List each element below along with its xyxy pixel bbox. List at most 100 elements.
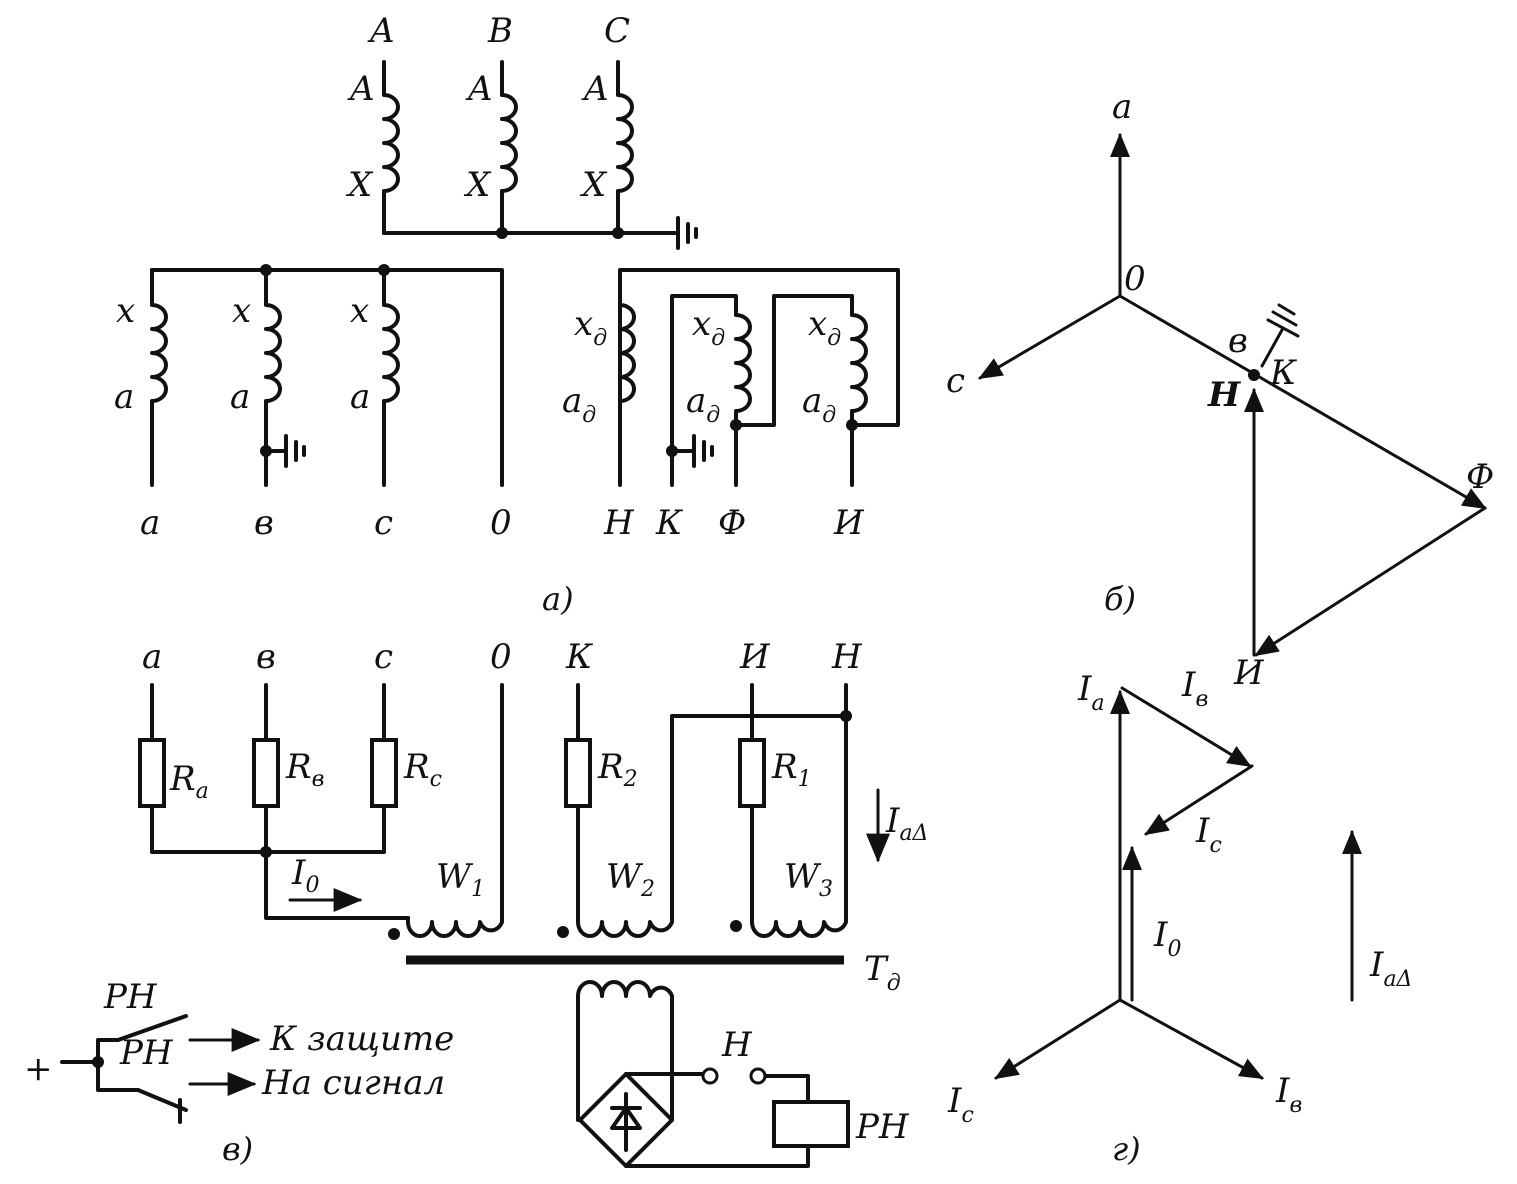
vector-ib-bottom: [1118, 998, 1264, 1080]
resistor-rc: [370, 738, 398, 808]
delta-winding-1: [618, 298, 636, 412]
to-protection-label: К защите: [269, 1019, 454, 1059]
top-terminal-b: в: [256, 637, 276, 677]
winding-w2-label: W2: [606, 857, 655, 902]
current-i0-label: I0: [291, 853, 319, 898]
winding-w1: [406, 683, 504, 938]
contact-signal: [136, 1088, 188, 1124]
primary-start-label: A: [347, 69, 375, 109]
relay-contact-label: РН: [119, 1033, 174, 1073]
junction-dot: [730, 419, 742, 431]
current-iad-label: IaΔ: [885, 801, 928, 846]
top-terminal-i: И: [739, 637, 771, 677]
delta-start-label: xд: [808, 304, 841, 351]
delta-start-label: xд: [574, 304, 607, 351]
vector-iad-label: IaΔ: [1369, 945, 1412, 992]
relay-coil-label: РН: [855, 1107, 910, 1147]
vector-i0-label: I0: [1153, 915, 1181, 962]
delta-winding-3: [734, 294, 868, 487]
caption-a: а): [542, 580, 574, 618]
caption-v: в): [222, 1130, 253, 1168]
terminal-I-label: И: [833, 503, 865, 543]
polarity-dot: [557, 926, 569, 938]
part-g-current-diagram: Ia Iв Ic I0 Ic Iв IaΔ г): [947, 665, 1412, 1168]
delta-outer-bus: [618, 268, 900, 487]
primary-winding-A: [382, 60, 400, 235]
resistor-r1: [738, 738, 766, 808]
output-winding: [576, 980, 674, 1122]
primary-start-label: A: [465, 69, 493, 109]
vector-k-label: К: [1269, 353, 1298, 393]
primary-end-label: X: [579, 165, 608, 205]
terminal-K-label: К: [655, 503, 684, 543]
junction-dot: [1248, 369, 1260, 381]
primary-winding-B: [500, 60, 518, 235]
terminal-a-label: a: [140, 503, 160, 543]
phase-A-label: A: [367, 11, 395, 51]
caption-b: б): [1104, 580, 1136, 618]
junction-dot: [840, 710, 852, 722]
secondary-winding-a: [150, 268, 168, 487]
secondary-end-label: a: [114, 377, 134, 417]
transformer-label: Тд: [864, 949, 901, 996]
vector-ic-bottom: [994, 998, 1122, 1080]
secondary-winding-b: [264, 268, 282, 487]
vector-f-i: [1254, 506, 1487, 657]
vector-i-label: И: [1233, 653, 1265, 693]
junction-dot: [612, 227, 624, 239]
terminal-0-label: 0: [490, 503, 512, 543]
caption-g: г): [1112, 1130, 1141, 1168]
terminal-c-label: c: [374, 503, 393, 543]
delta-end-label: aд: [562, 381, 596, 428]
secondary-start-label: x: [232, 291, 251, 331]
diode-icon: [610, 1092, 642, 1152]
winding-w3-label: W3: [784, 857, 833, 902]
secondary-start-label: x: [116, 291, 135, 331]
phase-B-label: B: [487, 11, 513, 51]
resistor-rc-label: Rc: [403, 747, 442, 792]
winding-w2: [576, 714, 848, 938]
indicator-terminal: [749, 1067, 767, 1085]
vector-ib-label: Iв: [1181, 665, 1208, 712]
junction-dot: [496, 227, 508, 239]
terminal-N-label: Н: [603, 503, 635, 543]
secondary-end-label: a: [350, 377, 370, 417]
terminal-F-label: Ф: [718, 503, 746, 543]
resistor-ra-label: Ra: [169, 759, 209, 804]
vector-f-label: Ф: [1466, 457, 1494, 497]
vector-ib-bottom-label: Iв: [1275, 1071, 1302, 1118]
primary-windings: A B C A A A X X X: [345, 11, 698, 250]
indicator-label: Н: [721, 1025, 753, 1065]
delta-winding-2: [670, 294, 752, 487]
ground-symbol: [670, 434, 714, 468]
top-terminal-a: а: [142, 637, 162, 677]
vector-ia-label: Ia: [1077, 669, 1105, 716]
resistor-r2-label: R2: [597, 747, 638, 792]
vector-n-bold-label: Н: [1207, 375, 1242, 415]
secondary-end-label: a: [230, 377, 250, 417]
resistor-rb: [252, 738, 280, 808]
open-delta-windings: xд xд xд aд aд aд Н К Ф И: [562, 268, 900, 543]
delta-start-label: xд: [692, 304, 725, 351]
resistor-ra: [138, 738, 166, 808]
indicator-terminal: [701, 1067, 719, 1085]
ground-symbol: [264, 434, 306, 468]
vector-origin-label: 0: [1124, 259, 1146, 299]
primary-end-label: X: [463, 165, 492, 205]
part-v-relay-circuit: а в с 0 К И Н Ra Rв Rc I0 W1 R2 W2 R1: [24, 637, 928, 1168]
top-terminal-n: Н: [831, 637, 863, 677]
secondary-top-bus: [150, 268, 504, 487]
vector-c-label: c: [946, 361, 965, 401]
contact-protection: [116, 1014, 188, 1042]
delta-end-label: aд: [686, 381, 720, 428]
primary-winding-C: [616, 60, 634, 235]
resistor-r1-label: R1: [771, 747, 812, 792]
secondary-winding-c: [382, 268, 400, 487]
junction-dot: [846, 419, 858, 431]
junction-dot: [260, 846, 272, 858]
junction-dot: [92, 1056, 104, 1068]
relay-contact-label: РН: [103, 977, 158, 1017]
vector-0-c: [978, 294, 1122, 380]
ground-symbol: [676, 216, 698, 250]
primary-end-label: X: [345, 165, 374, 205]
